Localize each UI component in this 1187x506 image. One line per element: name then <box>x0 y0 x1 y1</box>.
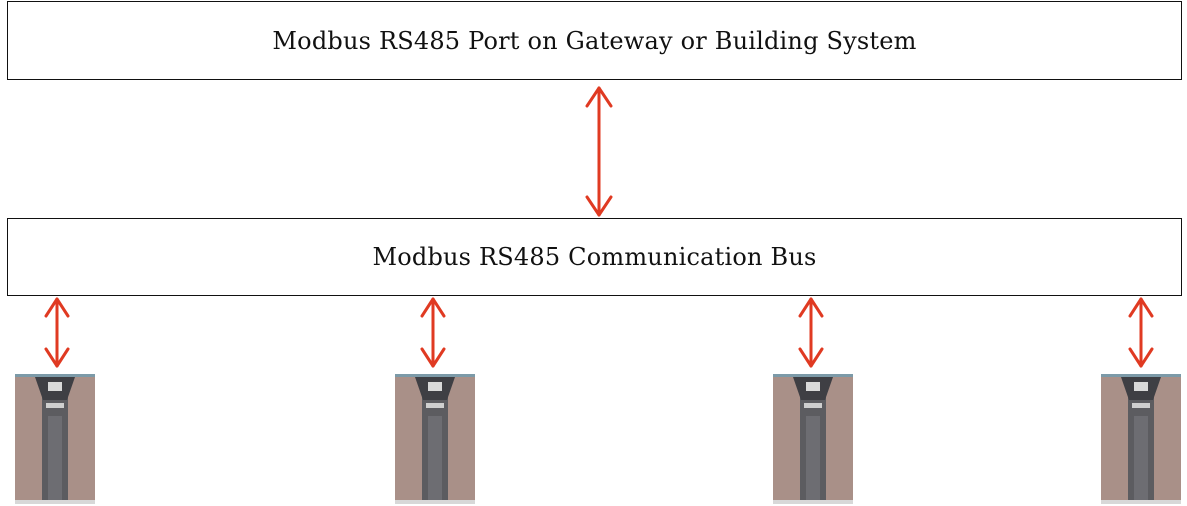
gateway-port-box: Modbus RS485 Port on Gateway or Building… <box>7 1 1182 80</box>
device-arrow-1 <box>44 297 70 368</box>
drive-unit-icon <box>15 374 95 504</box>
gateway-bus-arrow <box>585 86 613 217</box>
communication-bus-box: Modbus RS485 Communication Bus <box>7 218 1182 296</box>
drive-unit-icon <box>773 374 853 504</box>
device-arrow-4 <box>1128 297 1154 368</box>
device-arrow-3 <box>798 297 824 368</box>
drive-unit-icon <box>1101 374 1181 504</box>
gateway-port-label: Modbus RS485 Port on Gateway or Building… <box>272 26 917 55</box>
drive-unit-icon <box>395 374 475 504</box>
device-arrow-2 <box>420 297 446 368</box>
communication-bus-label: Modbus RS485 Communication Bus <box>372 243 817 271</box>
